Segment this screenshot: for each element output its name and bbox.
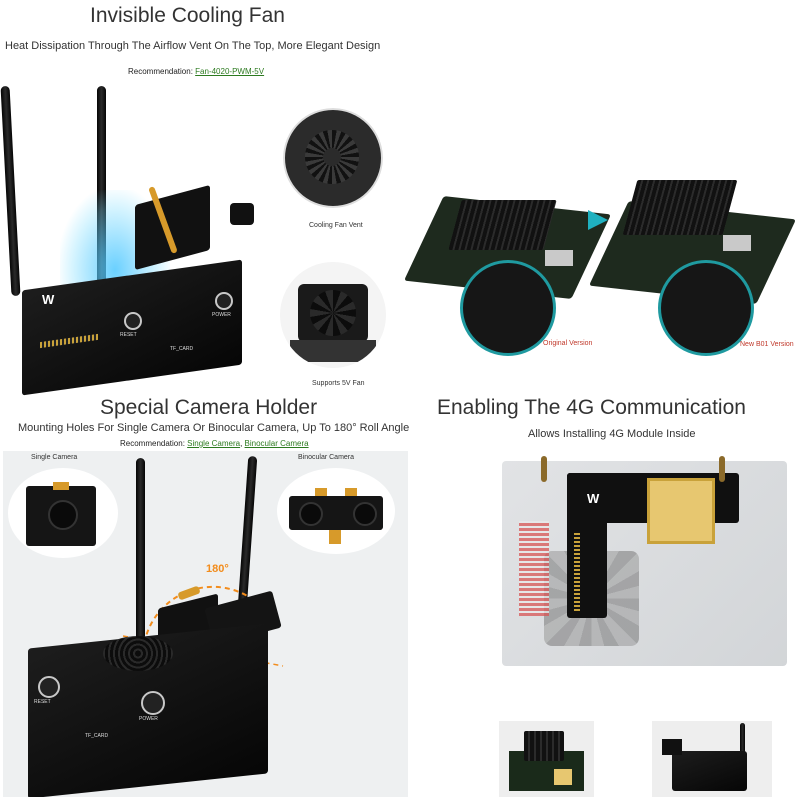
arrow-right-icon — [588, 210, 608, 230]
module-pin-header — [574, 531, 580, 611]
fan-recommendation-label: Recommendation: — [128, 67, 193, 76]
4g-module-board-arm — [567, 473, 607, 618]
camera-title: Special Camera Holder — [100, 396, 318, 419]
camera-recommendation-label: Recommendation: — [120, 439, 185, 448]
camera-power-button-icon — [141, 691, 165, 715]
vent-closeup — [283, 108, 383, 208]
binocular-camera-link[interactable]: Binocular Camera — [244, 439, 309, 448]
camera-reset-button-icon — [38, 676, 60, 698]
sma-connector-left — [541, 456, 547, 482]
camera-antenna-left — [136, 458, 145, 668]
original-slot-closeup — [460, 260, 556, 356]
thumbnail-board — [499, 721, 594, 797]
power-label: POWER — [212, 312, 231, 318]
sma-connector-right — [719, 456, 725, 482]
camera-tf-label: TF_CARD — [85, 733, 109, 739]
single-camera-closeup — [8, 468, 118, 558]
4g-chip-icon — [647, 478, 715, 544]
reset-label: RESET — [120, 332, 137, 338]
fan-recommendation: Recommendation: Fan-4020-PWM-5V — [128, 67, 264, 76]
link-separator: , — [240, 439, 243, 448]
fan-device-image: W RESET POWER TF_CARD — [0, 80, 275, 396]
g4-title: Enabling The 4G Communication — [437, 396, 746, 419]
antenna-left — [0, 85, 21, 297]
power-button-icon — [215, 292, 233, 310]
thumbnail-device — [652, 721, 772, 797]
camera-module — [230, 203, 254, 225]
new-heatsink — [622, 180, 738, 235]
caption-new: New B01 Version — [740, 341, 794, 348]
ribbon-cable — [519, 521, 549, 616]
fan-closeup — [280, 262, 386, 368]
label-single-camera: Single Camera — [31, 454, 78, 461]
caption-vent: Cooling Fan Vent — [309, 222, 363, 229]
fan-recommendation-link[interactable]: Fan-4020-PWM-5V — [195, 67, 265, 76]
right-lens-icon — [353, 502, 377, 526]
original-heatsink — [448, 200, 557, 250]
g4-subtitle: Allows Installing 4G Module Inside — [528, 428, 696, 440]
single-camera-link[interactable]: Single Camera — [187, 439, 241, 448]
camera-panel: Single Camera Binocular Camera 180° RESE… — [3, 451, 408, 797]
camera-reset-label: RESET — [34, 699, 51, 705]
tf-label: TF_CARD — [170, 346, 194, 352]
waveshare-logo-icon: W — [42, 292, 55, 307]
camera-power-label: POWER — [139, 716, 158, 722]
label-binocular-camera: Binocular Camera — [298, 454, 355, 461]
board-comparison-image: Original Version New B01 Version — [403, 165, 800, 380]
reset-button-icon — [124, 312, 142, 330]
module-logo-icon: W — [587, 491, 600, 506]
angle-label: 180° — [206, 563, 229, 575]
camera-lens-icon — [48, 500, 78, 530]
new-slot-closeup — [658, 260, 754, 356]
fan-title: Invisible Cooling Fan — [90, 4, 285, 27]
binocular-camera-closeup — [277, 468, 395, 554]
g4-panel: W — [424, 451, 800, 797]
fan-icon — [310, 290, 356, 336]
case-vent-icon — [103, 636, 173, 671]
fan-subtitle: Heat Dissipation Through The Airflow Ven… — [5, 40, 381, 52]
caption-fan: Supports 5V Fan — [312, 380, 365, 387]
caption-original: Original Version — [543, 340, 593, 347]
left-lens-icon — [299, 502, 323, 526]
camera-subtitle: Mounting Holes For Single Camera Or Bino… — [18, 422, 410, 434]
camera-recommendation: Recommendation: Single Camera, Binocular… — [120, 439, 309, 448]
usb-port-icon — [545, 250, 573, 266]
